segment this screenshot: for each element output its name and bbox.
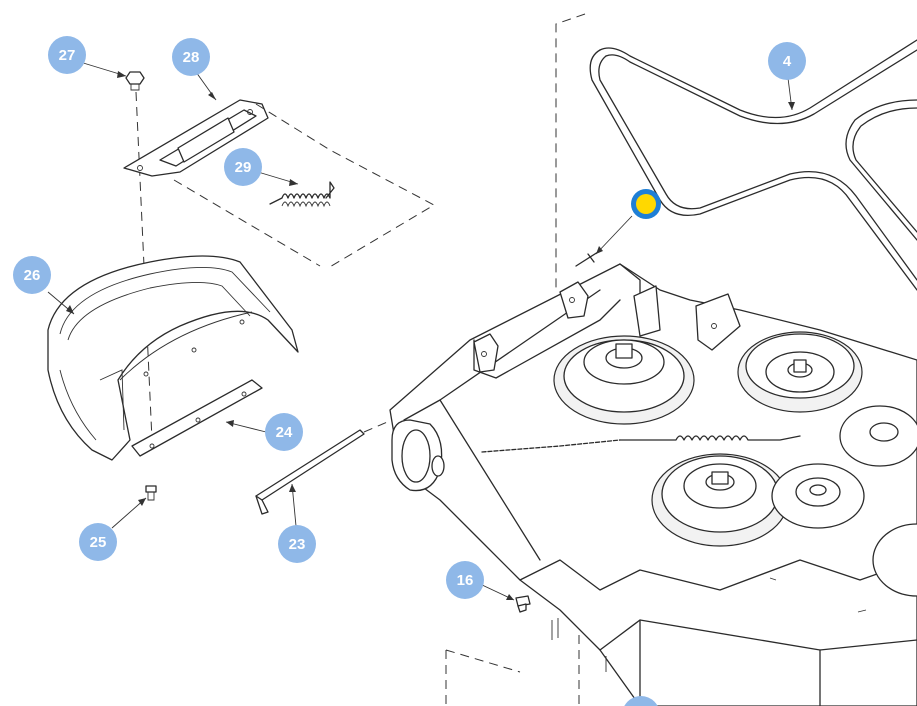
carriage-bolt [515, 595, 531, 613]
deck-belt [589, 39, 917, 291]
callout-29[interactable]: 29 [224, 148, 262, 186]
callout-23[interactable]: 23 [278, 525, 316, 563]
cotter-pin [575, 251, 599, 267]
callout-25[interactable]: 25 [79, 523, 117, 561]
leader-lines [47, 61, 795, 601]
bolt-part [145, 485, 157, 501]
mower-deck [389, 263, 917, 706]
discharge-chute [47, 255, 299, 461]
callout-28[interactable]: 28 [172, 38, 210, 76]
nut-part [125, 71, 145, 91]
spring-part [269, 181, 335, 208]
callout-26[interactable]: 26 [13, 256, 51, 294]
callout-4[interactable]: 4 [768, 42, 806, 80]
callout-24[interactable]: 24 [265, 413, 303, 451]
flat-bar [131, 379, 263, 457]
selected-part-hotspot[interactable] [631, 189, 661, 219]
callout-16[interactable]: 16 [446, 561, 484, 599]
pivot-rod [255, 429, 365, 515]
boundary-dash-line [555, 13, 586, 290]
callout-partial[interactable] [622, 696, 660, 706]
hinge-bracket [123, 99, 269, 177]
callout-27[interactable]: 27 [48, 36, 86, 74]
